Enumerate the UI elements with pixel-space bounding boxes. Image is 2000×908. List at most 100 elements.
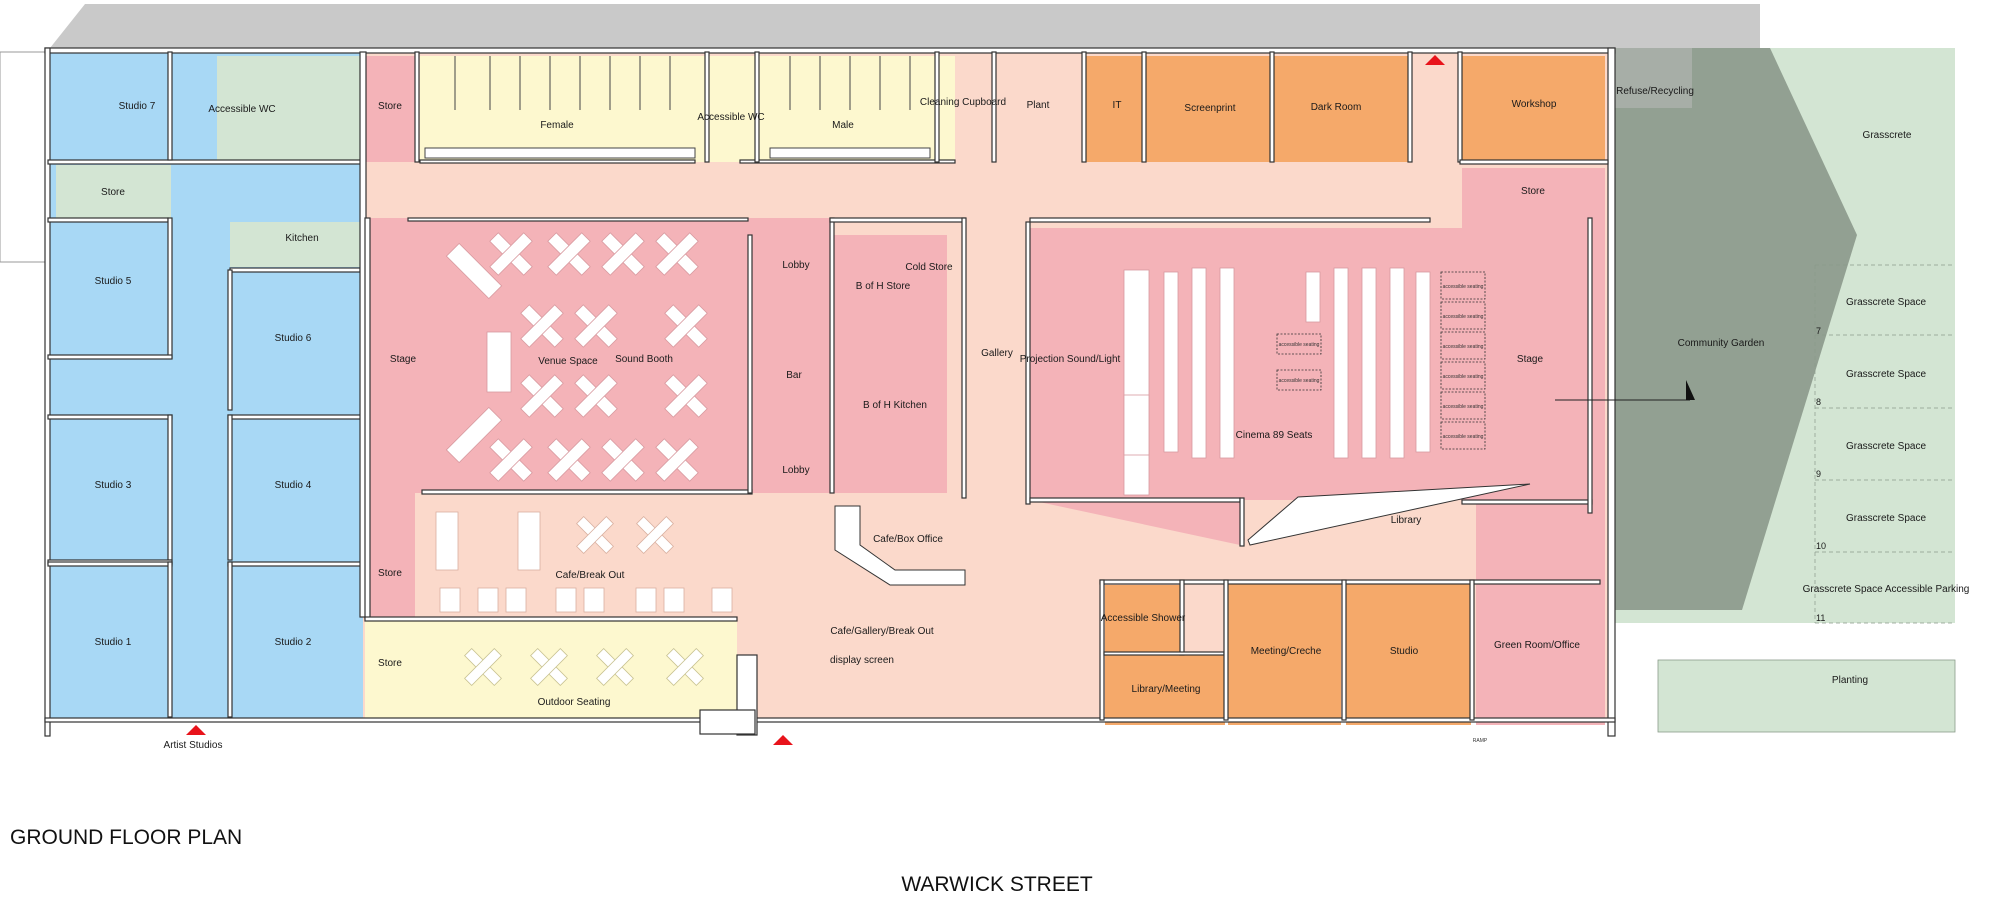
kitchen-green — [230, 222, 360, 267]
label-lobby-top: Lobby — [782, 260, 809, 271]
label-grasscrete-space-8: Grasscrete Space — [1846, 369, 1926, 380]
parking-numbers: 7 8 9 10 11 — [1816, 326, 1826, 623]
label-store-left-top: Store — [101, 187, 125, 198]
cafe-furniture — [435, 511, 733, 613]
accessible-seating-label: accessible seating — [1443, 374, 1484, 380]
label-community-garden: Community Garden — [1678, 338, 1765, 349]
top-road-strip — [50, 4, 1760, 48]
meeting-block — [1228, 582, 1341, 725]
planting-bed — [1657, 659, 1956, 733]
label-grasscrete-accessible-parking: Grasscrete Space Accessible Parking — [1803, 584, 1970, 595]
label-male: Male — [832, 120, 854, 131]
label-planting: Planting — [1832, 675, 1868, 686]
label-studio-6: Studio 6 — [275, 333, 312, 344]
ramp-label: RAMP — [1473, 738, 1488, 744]
accessible-seating-label: accessible seating — [1443, 314, 1484, 320]
cinema-seats — [1123, 267, 1431, 496]
accessible-seating-label: accessible seating — [1279, 378, 1320, 384]
toilets-block — [420, 56, 955, 162]
label-grasscrete-space-10: Grasscrete Space — [1846, 513, 1926, 524]
label-venue-space: Venue Space — [538, 356, 598, 367]
label-dark-room: Dark Room — [1311, 102, 1362, 113]
studio-block — [1346, 582, 1471, 725]
label-cinema: Cinema 89 Seats — [1236, 430, 1313, 441]
label-library-meeting: Library/Meeting — [1132, 684, 1201, 695]
label-accessible-wc: Accessible WC — [697, 112, 764, 123]
label-grasscrete: Grasscrete — [1863, 130, 1912, 141]
label-studio-7: Studio 7 — [119, 101, 156, 112]
accessible-seating-label: accessible seating — [1443, 344, 1484, 350]
accessible-seating-label: accessible seating — [1443, 404, 1484, 410]
label-cold-store: Cold Store — [905, 262, 953, 273]
entrance-markers — [186, 55, 1445, 745]
outdoor-tables — [464, 648, 704, 686]
accessible-seats — [1276, 271, 1486, 450]
label-display-screen: display screen — [830, 655, 894, 666]
label-stage-right: Stage — [1517, 354, 1544, 365]
label-grasscrete-space-9: Grasscrete Space — [1846, 441, 1926, 452]
boh-block — [832, 235, 947, 493]
accessible-seating-labels: accessible seating accessible seating ac… — [1279, 284, 1484, 440]
label-kitchen: Kitchen — [285, 233, 318, 244]
label-studio-3: Studio 3 — [95, 480, 132, 491]
label-store-right: Store — [1521, 186, 1545, 197]
parking-number-8: 8 — [1816, 397, 1821, 407]
workshop-room-block — [1462, 56, 1605, 162]
community-garden-area — [1612, 48, 1857, 610]
label-studio-4: Studio 4 — [275, 480, 312, 491]
store-top-block — [365, 56, 418, 162]
label-cafe-break-out: Cafe/Break Out — [556, 570, 625, 581]
stage-left-block — [365, 218, 415, 618]
label-accessible-shower: Accessible Shower — [1101, 613, 1186, 624]
label-plant: Plant — [1027, 100, 1050, 111]
label-library: Library — [1391, 515, 1422, 526]
library-angled-wall — [1247, 483, 1531, 546]
north-arrow-icon — [1555, 380, 1695, 401]
box-office-counter — [834, 505, 966, 586]
label-female: Female — [540, 120, 574, 131]
accessible-seating-label: accessible seating — [1443, 284, 1484, 290]
label-store-left-bottom: Store — [378, 568, 402, 579]
parking-number-9: 9 — [1816, 469, 1821, 479]
refuse-area — [1612, 48, 1692, 108]
plan-title: GROUND FLOOR PLAN — [10, 826, 242, 849]
parking-number-11: 11 — [1816, 613, 1825, 623]
label-boh-store: B of H Store — [856, 281, 911, 292]
label-studio-right: Studio — [1390, 646, 1419, 657]
accessible-seating-label: accessible seating — [1443, 434, 1484, 440]
label-bar: Bar — [786, 370, 802, 381]
label-accessible-wc-left: Accessible WC — [208, 104, 275, 115]
neighbour-left — [0, 51, 49, 263]
label-sound-booth: Sound Booth — [615, 354, 673, 365]
library-meeting-block — [1105, 655, 1225, 725]
label-store-bottom: Store — [378, 658, 402, 669]
label-cleaning-cupboard: Cleaning Cupboard — [920, 97, 1006, 108]
artist-studios-label: Artist Studios — [164, 740, 223, 751]
label-grasscrete-space-7: Grasscrete Space — [1846, 297, 1926, 308]
label-screenprint: Screenprint — [1184, 103, 1235, 114]
label-studio-2: Studio 2 — [275, 637, 312, 648]
parking-number-7: 7 — [1816, 326, 1821, 336]
label-cafe-box-office: Cafe/Box Office — [873, 534, 943, 545]
toilet-cubicles — [424, 56, 931, 159]
label-stage-left: Stage — [390, 354, 417, 365]
label-outdoor-seating: Outdoor Seating — [538, 697, 611, 708]
label-studio-5: Studio 5 — [95, 276, 132, 287]
label-refuse-recycling: Refuse/Recycling — [1616, 86, 1694, 97]
label-it: IT — [1113, 100, 1122, 111]
room-labels: Studio 7 Accessible WC Store Kitchen Stu… — [95, 86, 1970, 708]
shower-block — [1105, 585, 1180, 653]
label-boh-kitchen: B of H Kitchen — [863, 400, 927, 411]
store-green — [56, 165, 171, 218]
accessible-seating-label: accessible seating — [1279, 342, 1320, 348]
label-projection: Projection Sound/Light — [1020, 354, 1121, 365]
parking-bays — [1814, 264, 1955, 624]
label-gallery: Gallery — [981, 348, 1013, 359]
label-studio-1: Studio 1 — [95, 637, 132, 648]
street-name: WARWICK STREET — [901, 873, 1093, 896]
label-workshop: Workshop — [1512, 99, 1557, 110]
parking-number-10: 10 — [1816, 541, 1826, 551]
label-store-top: Store — [378, 101, 402, 112]
wc-block-green — [217, 56, 362, 162]
